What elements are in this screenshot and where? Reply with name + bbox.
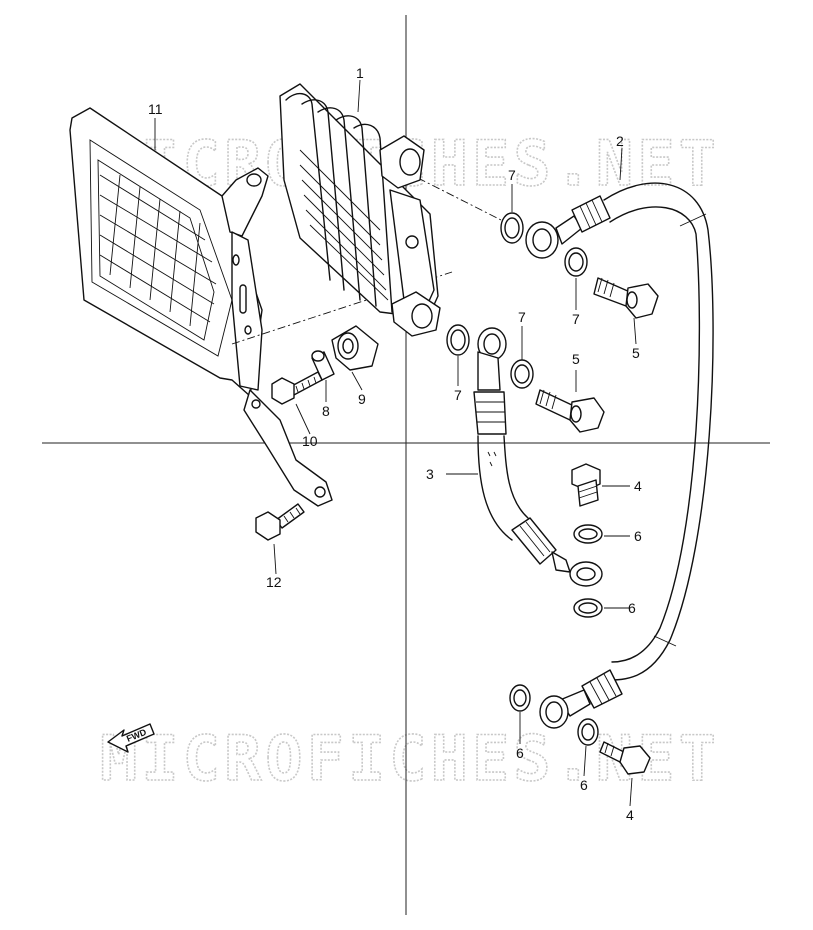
callout-10: 10	[302, 433, 318, 449]
oil-cooler-guard	[69, 107, 333, 507]
washer-7-middle-left	[446, 324, 470, 356]
forward-arrow: FWD	[107, 723, 155, 753]
callout-9: 9	[358, 391, 366, 407]
alignment-line-right	[417, 177, 506, 223]
oil-hose-3	[473, 327, 603, 587]
washer-6-d	[577, 718, 599, 746]
callout-7-upper-right: 7	[572, 311, 580, 327]
bolt-4-lower	[599, 741, 651, 775]
washer-7-middle-right	[510, 359, 534, 389]
callout-4-lower: 4	[626, 807, 634, 823]
bolt-10	[271, 371, 323, 405]
washer-6-c	[509, 684, 531, 712]
callout-5-upper: 5	[632, 345, 640, 361]
callout-4-upper: 4	[634, 478, 642, 494]
callout-5-lower: 5	[572, 351, 580, 367]
bolt-4-upper	[571, 463, 601, 507]
leader-lines	[154, 79, 637, 807]
bolt-12	[255, 503, 305, 541]
callout-3: 3	[426, 466, 434, 482]
callout-6-c: 6	[516, 745, 524, 761]
grommet	[331, 325, 379, 371]
callout-6-b: 6	[628, 600, 636, 616]
banjo-bolt-5-lower	[535, 389, 605, 433]
washer-6-a	[573, 524, 603, 544]
callout-6-d: 6	[580, 777, 588, 793]
washer-6-b	[573, 598, 603, 618]
oil-cooler	[279, 83, 441, 337]
washer-7-upper-left	[500, 212, 524, 244]
callout-2: 2	[616, 133, 624, 149]
callout-7-middle-left: 7	[454, 387, 462, 403]
callout-7-upper-left: 7	[508, 167, 516, 183]
callout-6-a: 6	[634, 528, 642, 544]
callout-1: 1	[356, 65, 364, 81]
callout-7-middle-right: 7	[518, 309, 526, 325]
banjo-bolt-5-upper	[593, 277, 659, 319]
oil-hose-2	[525, 182, 714, 729]
washer-7-upper-right	[564, 247, 588, 277]
callout-11: 11	[148, 101, 163, 117]
callout-8: 8	[322, 403, 330, 419]
callout-12: 12	[266, 574, 282, 590]
